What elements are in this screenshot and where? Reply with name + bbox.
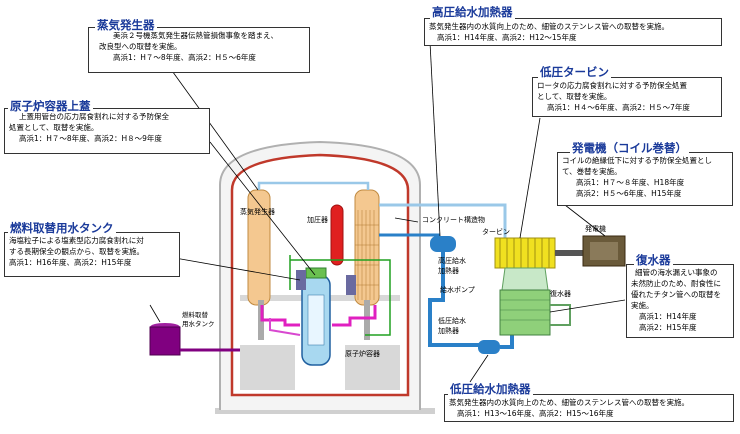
callout-condenser: 細管の海水漏えい事象の 未然防止のため、耐食性に 優れたチタン管への取替を 実施… [626, 264, 734, 338]
coolant-loop-right [332, 305, 377, 327]
callout-lp-turbine: ロータの応力腐食割れに対する予防保全処置 として、取替を実施。 高浜1：H４〜6… [532, 77, 722, 117]
gen-line-1: コイルの絶縁低下に対する予防保全処置とし [562, 156, 712, 165]
cond-line-4: 実施。 [631, 301, 654, 310]
gen-line-2: て、巻替を実施。 [562, 167, 622, 176]
feedwater-line-down [428, 252, 485, 347]
label-reactor-vessel: 原子炉容器 [345, 349, 380, 358]
sg-line-2: 改良型への取替を実施。 [99, 42, 182, 51]
rvh-line-1: 上蓋用管台の応力腐食割れに対する予防保全 [19, 112, 169, 121]
lp-heater-shape [478, 340, 500, 354]
turbine-shaft [555, 250, 583, 256]
label-lp-heater-1: 低圧給水 [438, 316, 466, 325]
callout-generator: コイルの絶縁低下に対する予防保全処置とし て、巻替を実施。 高浜1：H７〜８年度… [557, 152, 733, 206]
cond-line-1: 細管の海水漏えい事象の [635, 268, 718, 277]
label-hp-heater-2: 加熱器 [438, 266, 459, 275]
rvh-line-2: 処置として、取替を実施。 [9, 123, 99, 132]
green-circuit [289, 255, 391, 336]
cond-line-6: 高浜2：H15年度 [639, 323, 697, 332]
turbine-blades [499, 238, 550, 268]
label-turbine: タービン [482, 227, 510, 236]
sg-support-right [364, 300, 370, 340]
title-generator: 発電機（コイル巻替） [570, 141, 689, 155]
primary-pump-left [296, 270, 306, 290]
leader-lines [149, 41, 626, 383]
gen-line-3: 高浜1：H７〜８年度、H18年度 [576, 178, 685, 187]
ground-slab [215, 408, 435, 414]
label-concrete: コンクリート構造物 [422, 215, 485, 224]
reactor-head [305, 267, 327, 279]
title-reactor-head: 原子炉容器上蓋 [8, 99, 93, 113]
callout-fuel-tank: 海塩粒子による塩素型応力腐食割れに対 する長期保全の観点から、取替を実施。 高浜… [4, 232, 180, 277]
label-fuel-tank-2: 用水タンク [182, 319, 215, 328]
lph-line-2: 高浜1：H13〜16年度、高浜2：H15〜16年度 [457, 409, 614, 418]
ft-line-1: 海塩粒子による塩素型応力腐食割れに対 [9, 236, 144, 245]
label-generator: 発電機 [585, 224, 606, 233]
title-steam-generator: 蒸気発生器 [95, 18, 157, 32]
ft-line-2: する長期保全の観点から、取替を実施。 [9, 247, 144, 256]
hp-heater-shape [430, 236, 456, 252]
primary-pump-right [346, 275, 356, 295]
internal-concrete [240, 345, 295, 390]
coolant-loop-lower [269, 318, 301, 336]
title-lp-heater: 低圧給水加熱器 [448, 382, 533, 396]
main-steam-line [379, 203, 507, 240]
title-lp-turbine: 低圧タービン [538, 65, 611, 79]
callout-steam-generator: 美浜２号機蒸気発生器伝熱管損傷事象を踏まえ、 改良型への取替を実施。 高浜1：H… [88, 27, 310, 73]
callout-reactor-head: 上蓋用管台の応力腐食割れに対する予防保全 処置として、取替を実施。 高浜1：H７… [4, 108, 210, 154]
condenser-tubes [500, 299, 550, 321]
hph-line-2: 高浜1：H14年度、高浜2：H12〜15年度 [437, 33, 577, 42]
title-condenser: 復水器 [634, 253, 673, 267]
seawater-line [550, 304, 571, 326]
fuel-tank-shape [149, 326, 181, 356]
internal-concrete-right [345, 345, 400, 390]
lph-line-1: 蒸気発生器内の水質向上のため、細管のステンレス管への取替を実施。 [449, 398, 689, 407]
sg-line-3: 高浜1：H７〜8年度、高浜2：H５〜6年度 [113, 53, 256, 62]
condenser-shape [499, 289, 551, 336]
title-fuel-tank: 燃料取替用水タンク [8, 221, 116, 235]
steam-generator-right [354, 189, 380, 306]
label-condenser: 復水器 [550, 289, 571, 298]
label-hp-heater-1: 高圧給水 [438, 256, 466, 265]
hph-line-1: 蒸気発生器内の水質向上のため、細管のステンレス管への取替を実施。 [429, 22, 669, 31]
callout-lp-heater: 蒸気発生器内の水質向上のため、細管のステンレス管への取替を実施。 高浜1：H13… [444, 394, 734, 422]
label-fuel-tank-1: 燃料取替 [182, 310, 209, 319]
label-feed-pump: 給水ポンプ [440, 285, 475, 294]
label-lp-heater-2: 加熱器 [438, 326, 459, 335]
ft-line-3: 高浜1：H16年度、高浜2：H15年度 [9, 258, 132, 267]
label-pressurizer: 加圧器 [307, 215, 328, 224]
generator-core [590, 242, 618, 260]
main-steam-header [257, 181, 370, 190]
lpt-line-3: 高浜1：H４〜6年度、高浜2：H５〜7年度 [547, 103, 690, 112]
sg-tube-bundle [355, 210, 379, 300]
sg-line-1: 美浜２号機蒸気発生器伝熱管損傷事象を踏まえ、 [113, 31, 278, 40]
coolant-loop-left [260, 305, 300, 327]
pressurizer [330, 204, 344, 266]
cond-line-2: 未然防止のため、耐食性に [631, 279, 721, 288]
reactor-core [307, 294, 325, 346]
lpt-line-2: として、取替を実施。 [537, 92, 612, 101]
gen-line-4: 高浜2：H５〜6年度、H15年度 [576, 189, 682, 198]
rvh-line-3: 高浜1：H７〜8年度、高浜2：H８〜9年度 [19, 134, 162, 143]
title-hp-heater: 高圧給水加熱器 [430, 5, 515, 19]
condenser-neck [501, 267, 549, 291]
callout-hp-heater: 蒸気発生器内の水質向上のため、細管のステンレス管への取替を実施。 高浜1：H14… [424, 18, 722, 46]
cond-line-5: 高浜1：H14年度 [639, 312, 697, 321]
label-sg: 蒸気発生器 [240, 207, 275, 216]
cond-line-3: 優れたチタン管への取替を [631, 290, 721, 299]
lpt-line-1: ロータの応力腐食割れに対する予防保全処置 [537, 81, 687, 90]
lp-turbine-shape [494, 237, 556, 269]
